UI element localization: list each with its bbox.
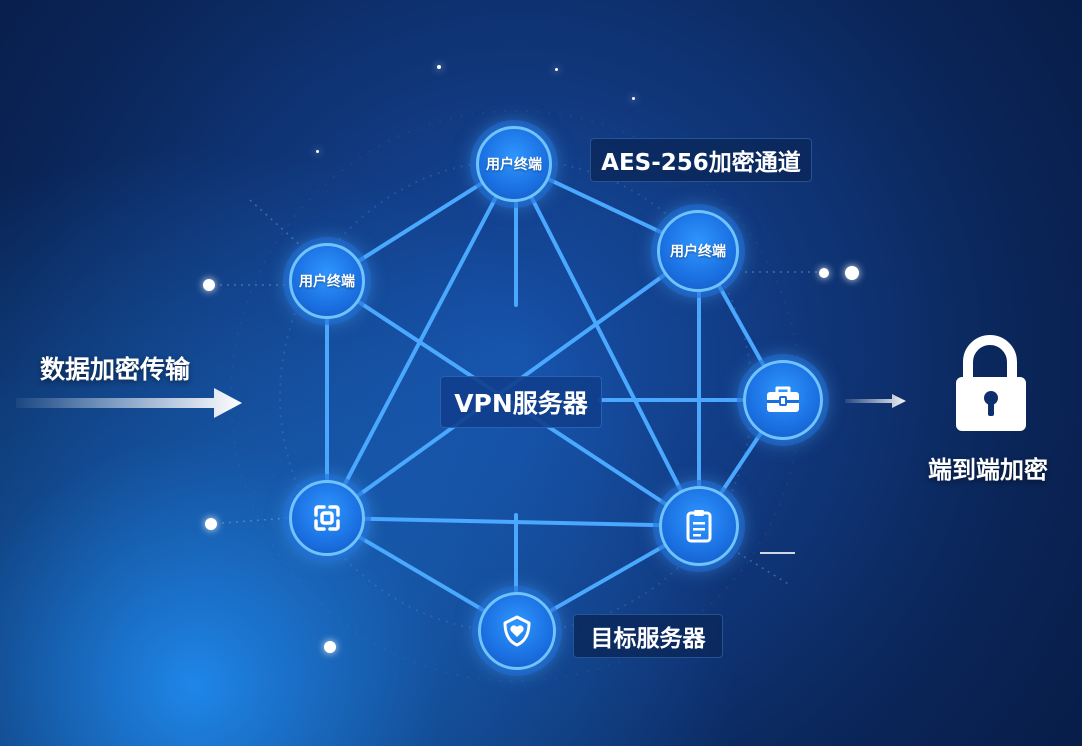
toolbox-icon bbox=[767, 386, 799, 412]
connect-node[interactable] bbox=[289, 480, 365, 556]
star-dot bbox=[324, 641, 336, 653]
node-label: 用户终端 bbox=[670, 244, 726, 260]
shield-heart-icon bbox=[503, 615, 531, 647]
faint-link bbox=[737, 552, 791, 586]
clipboard-icon bbox=[686, 510, 712, 543]
arrow-right-icon bbox=[16, 388, 242, 418]
star-dot bbox=[819, 268, 829, 278]
padlock-icon bbox=[956, 335, 1026, 431]
link-line bbox=[512, 161, 701, 528]
user-terminal-node[interactable]: 用户终端 bbox=[289, 243, 365, 319]
end-to-end-label: 端到端加密 bbox=[928, 456, 1048, 484]
star-dot bbox=[203, 279, 215, 291]
faint-link bbox=[221, 517, 289, 524]
data-encryption-label: 数据加密传输 bbox=[40, 355, 191, 384]
star-dot bbox=[316, 150, 319, 153]
star-dot bbox=[555, 68, 558, 71]
link-line bbox=[325, 516, 701, 528]
aes-tunnel-label: AES-256加密通道 bbox=[590, 138, 812, 182]
node-label: 用户终端 bbox=[299, 274, 355, 290]
user-terminal-node[interactable]: 用户终端 bbox=[476, 126, 552, 202]
target-server-label: 目标服务器 bbox=[573, 614, 723, 658]
star-dot bbox=[205, 518, 217, 530]
star-dot bbox=[437, 65, 441, 69]
user-terminal-node[interactable]: 用户终端 bbox=[657, 210, 739, 292]
faint-link bbox=[249, 199, 301, 246]
node-label: 用户终端 bbox=[486, 157, 542, 173]
clipboard-node[interactable] bbox=[659, 486, 739, 566]
connect-grid-icon bbox=[314, 505, 340, 531]
target-server-node[interactable] bbox=[478, 592, 556, 670]
vpn-server-label: VPN服务器 bbox=[440, 376, 602, 428]
arrow-right-icon bbox=[845, 394, 906, 408]
star-dot bbox=[632, 97, 635, 100]
toolbox-node[interactable] bbox=[743, 360, 823, 440]
star-dot bbox=[845, 266, 859, 280]
